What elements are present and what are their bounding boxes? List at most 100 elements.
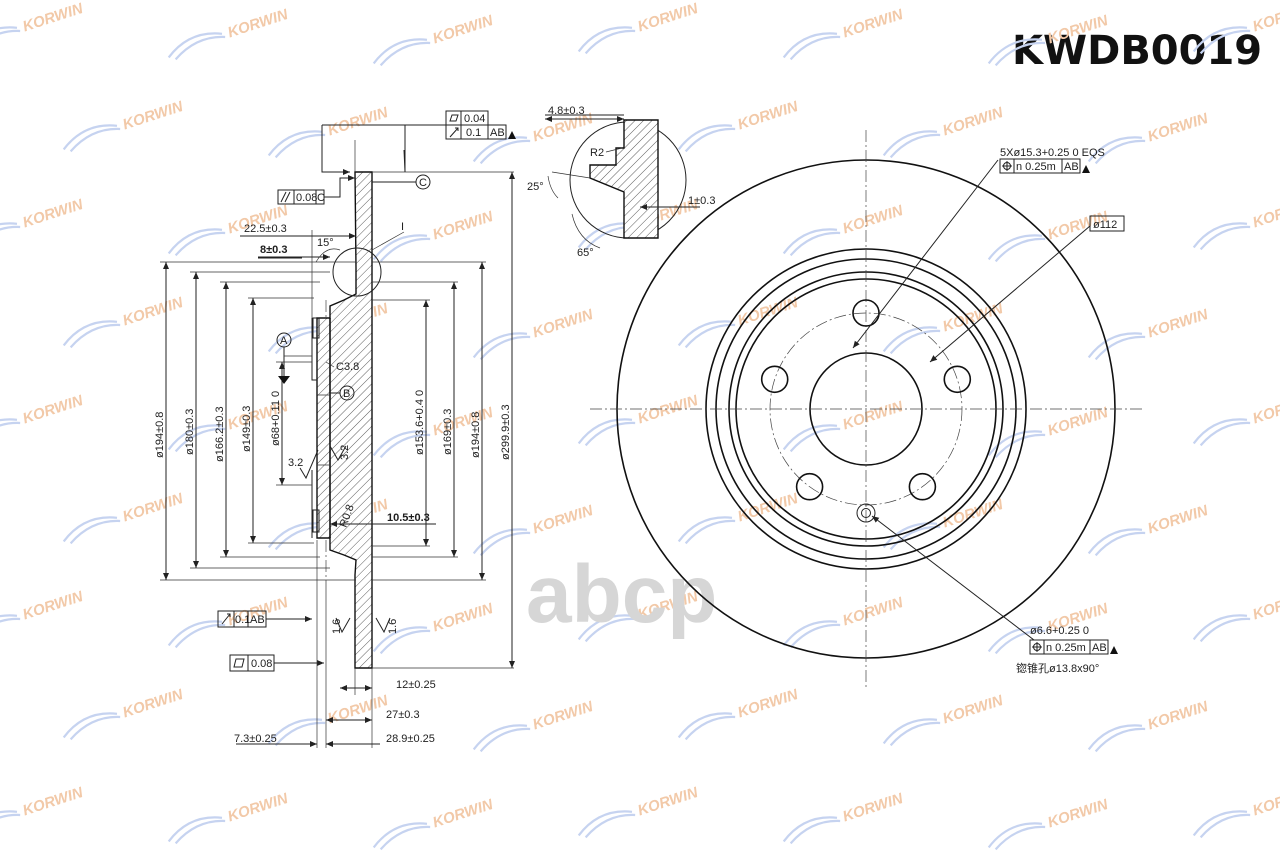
dim-10-5: 10.5±0.3 (387, 512, 430, 524)
runout-bottom-ref: AB (250, 614, 265, 626)
watermark-brand-text: KORWIN (226, 790, 292, 826)
watermark-swoosh (0, 614, 21, 643)
roughness-mark-2 (329, 445, 347, 462)
dim-28-9: 28.9±0.25 (386, 733, 435, 745)
detail-leader (371, 231, 405, 251)
diameter-extension-lines (160, 171, 514, 669)
watermark-brand-text: KORWIN (121, 490, 187, 526)
watermark-tile: KORWIN (372, 12, 496, 67)
detail-angle-25: 25° (527, 181, 544, 193)
small-hole-position-frame: n 0.25m AB (1029, 639, 1118, 655)
watermark-brand-text: KORWIN (21, 0, 87, 35)
small-hole-inner (861, 508, 871, 518)
tolerance-frame-bottom: 0.1 AB (217, 610, 312, 628)
watermark-brand-text: KORWIN (636, 784, 702, 820)
watermark-brand-text: KORWIN (121, 294, 187, 330)
dim-27: 27±0.3 (386, 709, 420, 721)
dim-8: 8±0.3 (260, 244, 287, 256)
small-hole-position-ref: AB (1092, 642, 1107, 654)
holes-callout: 5Xø15.3+0.25 0 EQS (1000, 147, 1105, 159)
watermark-brand-text: KORWIN (941, 692, 1007, 728)
watermark-tile: KORWIN (62, 294, 187, 349)
watermark-swoosh (677, 124, 736, 153)
watermark-swoosh (472, 528, 531, 557)
watermark-brand-text: KORWIN (431, 208, 497, 244)
watermark-tile: KORWIN (1192, 392, 1280, 447)
roughness-mark-3 (335, 617, 351, 634)
dim-d169: ø169±0.3 (442, 409, 454, 455)
watermark-tile: KORWIN (167, 790, 292, 845)
watermark-swoosh (472, 332, 531, 361)
holes-position: n 0.25m (1016, 161, 1056, 173)
watermark-brand-text: KORWIN (531, 306, 597, 342)
watermark-brand-text: KORWIN (841, 790, 907, 826)
watermark-swoosh (782, 816, 841, 845)
watermark-tile: KORWIN (0, 392, 87, 447)
watermark-brand-text: KORWIN (1251, 196, 1280, 232)
hub-hole-section-lower (312, 509, 320, 533)
watermark-tile: KORWIN (782, 790, 907, 845)
detail-r2: R2 (590, 147, 604, 159)
roughness-1-6-a: 1.6 (331, 619, 343, 634)
watermark-brand-text: KORWIN (841, 6, 907, 42)
dim-d194-left: ø194±0.8 (154, 412, 166, 458)
datum-c: C (419, 177, 427, 189)
detail-angle-25-arc (547, 175, 559, 199)
watermark-swoosh (577, 26, 636, 55)
dim-7-3: 7.3±0.25 (234, 733, 277, 745)
watermark-brand-text: KORWIN (1251, 0, 1280, 35)
watermark-brand-text: KORWIN (941, 104, 1007, 140)
watermark-tile: KORWIN (577, 0, 701, 55)
watermark-tile: KORWIN (882, 496, 1006, 551)
hub-face (311, 318, 317, 538)
watermark-brand-text: KORWIN (531, 698, 597, 734)
small-hole-leader (871, 515, 1035, 641)
watermark-swoosh (1192, 418, 1251, 447)
watermark-swoosh (167, 228, 226, 257)
detail-view-section (589, 119, 659, 239)
watermark-swoosh (782, 620, 841, 649)
angle-15-arc (315, 248, 341, 263)
detail-r2-leader (605, 147, 623, 153)
watermark-tile: KORWIN (1192, 784, 1280, 839)
watermark-swoosh (782, 228, 841, 257)
angle-15: 15° (317, 237, 334, 249)
watermark-brand-text: KORWIN (841, 594, 907, 630)
detail-angle-65: 65° (577, 247, 594, 259)
watermark-swoosh (372, 822, 431, 851)
watermark-swoosh (577, 810, 636, 839)
watermark-swoosh (987, 822, 1046, 851)
watermark-tile: KORWIN (577, 784, 702, 839)
flatness-bottom-value: 0.08 (251, 658, 272, 670)
watermark-swoosh (62, 320, 121, 349)
watermark-swoosh (0, 222, 21, 251)
watermark-brand-text: KORWIN (21, 196, 87, 232)
watermark-tile: KORWIN (1087, 698, 1211, 753)
watermark-brand-text: KORWIN (1146, 110, 1212, 146)
watermark-swoosh (577, 418, 636, 447)
watermark-brand-text: KORWIN (1146, 502, 1212, 538)
bolt-hole (943, 365, 972, 394)
watermark-swoosh (782, 32, 841, 61)
watermark-swoosh (1192, 222, 1251, 251)
roughness-3-2-b: 3.2 (339, 445, 351, 460)
chamfer-c3-8: C3.8 (336, 361, 359, 373)
watermark-swoosh (372, 234, 431, 263)
detail-circle (332, 247, 382, 297)
watermark-swoosh (372, 626, 431, 655)
watermark-brand-text: KORWIN (21, 392, 87, 428)
holes-leader (852, 159, 999, 349)
part-number: KWDB0019 (1012, 28, 1263, 74)
parallel-frame: 0.08 C (277, 175, 355, 205)
watermark-swoosh (267, 130, 326, 159)
watermark-brand-text: KORWIN (21, 784, 87, 820)
countersink-note: 锪锥孔ø13.8x90° (1016, 662, 1099, 675)
diameter-dimension-lines (163, 172, 515, 668)
watermark-brand-text: KORWIN (326, 104, 392, 140)
tolerance-frame-top: 0.04 0.1 AB (445, 110, 516, 140)
detail-angle-65-arc (571, 213, 601, 249)
leader-c (403, 149, 406, 173)
watermark-swoosh (882, 326, 941, 355)
watermark-swoosh (0, 810, 21, 839)
